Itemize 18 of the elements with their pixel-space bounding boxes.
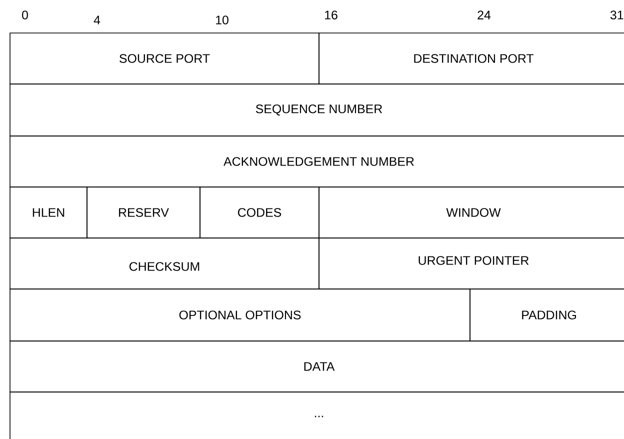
field-box: HLEN (10, 186, 88, 238)
bit-number: 24 (478, 10, 491, 20)
field-box: ACKNOWLEDGEMENT NUMBER (10, 136, 624, 188)
bit-number: 31 (610, 10, 624, 20)
bit-number: 0 (22, 10, 28, 20)
field-box: URGENT POINTER (318, 238, 624, 290)
bit-number: 16 (325, 10, 338, 20)
field-box: OPTIONAL OPTIONS (10, 288, 470, 342)
field-box: DESTINATION PORT (318, 32, 624, 84)
field-box: SOURCE PORT (10, 32, 320, 84)
field-box: CHECKSUM (10, 238, 320, 290)
field-box: DATA (10, 340, 624, 392)
field-box: WINDOW (318, 186, 624, 238)
field-box: PADDING (470, 288, 624, 342)
field-box: ... (10, 392, 624, 439)
field-box: RESERV (86, 186, 200, 238)
field-box: CODES (200, 186, 320, 238)
field-box: SEQUENCE NUMBER (10, 84, 624, 136)
